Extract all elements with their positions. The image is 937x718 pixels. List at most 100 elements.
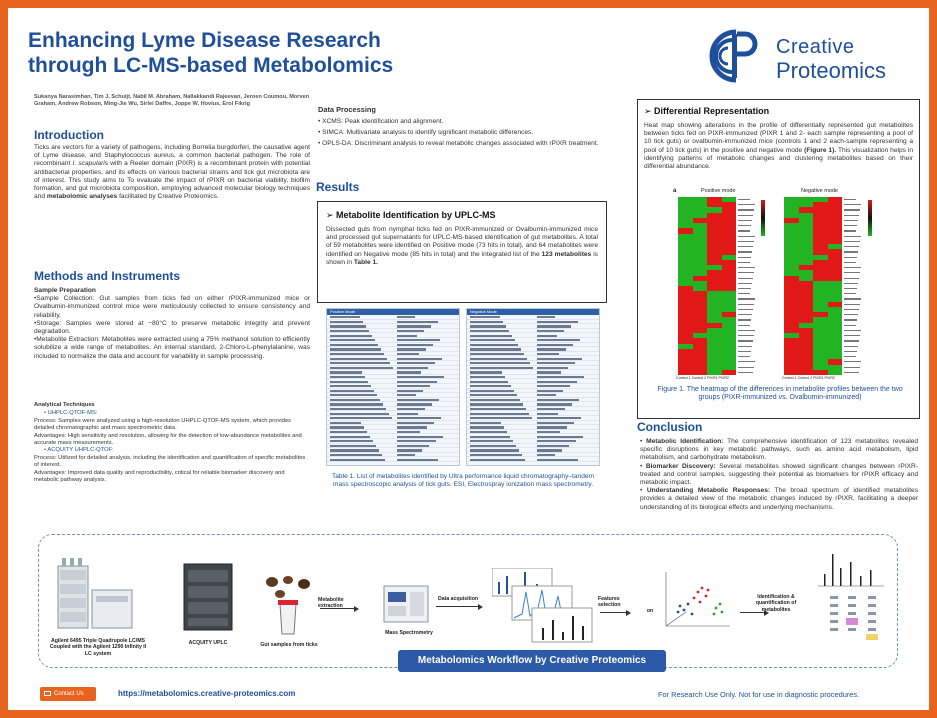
- table-cell: [397, 408, 425, 411]
- heatmap-cell: [827, 327, 843, 334]
- heatmap-cell: [798, 317, 814, 323]
- table-cell: [397, 431, 420, 434]
- heatmap-cell: [827, 275, 843, 282]
- heatmap-cell: [721, 249, 737, 255]
- heatmap-row-label: [738, 288, 751, 290]
- heatmap-cell: [721, 306, 737, 313]
- heatmap-cell: [813, 270, 828, 276]
- table-row: [327, 329, 459, 334]
- heatmap-cell: [784, 217, 799, 224]
- table-cell: [397, 316, 415, 319]
- heatmap-cell: [827, 207, 843, 213]
- heatmap-cell: [784, 327, 799, 334]
- heatmap-row-label: [738, 282, 752, 284]
- table-row: [467, 324, 599, 329]
- table-cell: [537, 385, 570, 388]
- heatmap-cell: [678, 317, 693, 323]
- heatmap-cell: [784, 238, 799, 245]
- table-row: [327, 402, 459, 407]
- table-row: [327, 421, 459, 426]
- heatmap-cell: [721, 327, 737, 334]
- table-cell: [330, 412, 389, 415]
- conclusion-title: Conclusion: [637, 420, 703, 434]
- heatmap-cell: [692, 259, 708, 266]
- heatmap-cell: [721, 254, 737, 261]
- heatmap-cell: [721, 338, 737, 344]
- metabolite-box-title: ➢ Metabolite Identification by UPLC-MS: [326, 210, 496, 220]
- heatmap-cell: [678, 238, 693, 245]
- heatmap-cell: [827, 364, 843, 371]
- table-cell: [537, 394, 556, 397]
- heatmap-cell: [784, 270, 799, 276]
- heatmap-cell: [692, 202, 708, 208]
- heatmap-row-label: [844, 288, 857, 290]
- heatmap-cell: [692, 348, 708, 355]
- heatmap-row-label: [844, 345, 858, 347]
- heatmap-cell: [813, 197, 828, 203]
- heatmap-row-label: [738, 335, 754, 337]
- table-cell: [537, 421, 574, 425]
- contact-us-button[interactable]: Contact Us: [40, 687, 96, 701]
- table-cell: [470, 339, 515, 342]
- conclusion-item: • Metabolic Identification: The comprehe…: [640, 438, 918, 462]
- heatmap-cell: [692, 223, 708, 229]
- heatmap-row-label: [738, 298, 755, 300]
- table-cell: [330, 352, 384, 356]
- heatmap-cell: [813, 244, 828, 250]
- heatmap-cell: [784, 364, 799, 371]
- heatmap-cell: [798, 223, 814, 229]
- heatmap-cell: [784, 259, 799, 266]
- table-cell: [470, 454, 522, 457]
- heatmap-cell: [784, 338, 799, 344]
- heatmap-cell: [692, 244, 708, 250]
- features-selection-label: Features selection: [598, 596, 621, 609]
- table-cell: [330, 334, 372, 337]
- heatmap-cell: [813, 291, 828, 297]
- table-row: [327, 425, 459, 430]
- heatmap-cell: [721, 233, 737, 240]
- heatmap-cell: [813, 322, 828, 329]
- heatmap-cell: [827, 291, 843, 297]
- table-cell: [397, 357, 442, 360]
- heatmap-cell: [721, 348, 737, 355]
- heatmap-cell: [813, 223, 828, 229]
- website-link[interactable]: https://metabolomics.creative-proteomics…: [118, 689, 296, 698]
- heatmap-cell: [678, 327, 693, 334]
- table-cell: [537, 366, 568, 369]
- table-cell: [330, 357, 387, 360]
- heatmap-row-label: [738, 240, 754, 243]
- heatmap-cell: [784, 265, 799, 271]
- table-cell: [330, 385, 371, 388]
- heatmap-row-label: [738, 356, 750, 358]
- table-cell: [397, 435, 443, 438]
- mass-spectrometer-illustration: [382, 580, 430, 626]
- table-cell: [537, 408, 565, 411]
- heatmap-cell: [707, 338, 722, 344]
- heatmap-cell: [721, 265, 737, 271]
- table-cell: [470, 380, 508, 383]
- table-cell: [397, 458, 438, 461]
- table-cell: [470, 366, 533, 369]
- heatmap-positive: [678, 197, 737, 376]
- heatmap-cell: [678, 217, 693, 224]
- heatmap-cell: [798, 338, 814, 344]
- heatmap-row-label: [844, 214, 859, 216]
- heatmap-cell: [692, 291, 708, 297]
- table-row: [467, 389, 599, 394]
- heatmap-cell: [784, 207, 799, 213]
- heatmap-cell: [813, 359, 828, 365]
- heatmap-row-label: [738, 314, 752, 316]
- heatmap-row-label: [738, 209, 754, 211]
- heatmap-cell: [721, 286, 737, 292]
- tick-samples-label: Gut samples from ticks: [260, 642, 318, 648]
- heatmap-cell: [707, 359, 722, 365]
- heatmap-cell: [827, 233, 843, 240]
- table-cell: [330, 394, 377, 397]
- table-row: [327, 448, 459, 453]
- heatmap-cell: [813, 338, 828, 344]
- table-cell: [470, 421, 501, 425]
- arrow-to-quantification: [740, 609, 769, 616]
- table-row: [467, 384, 599, 389]
- table-row: [467, 457, 599, 462]
- envelope-icon: [44, 690, 51, 696]
